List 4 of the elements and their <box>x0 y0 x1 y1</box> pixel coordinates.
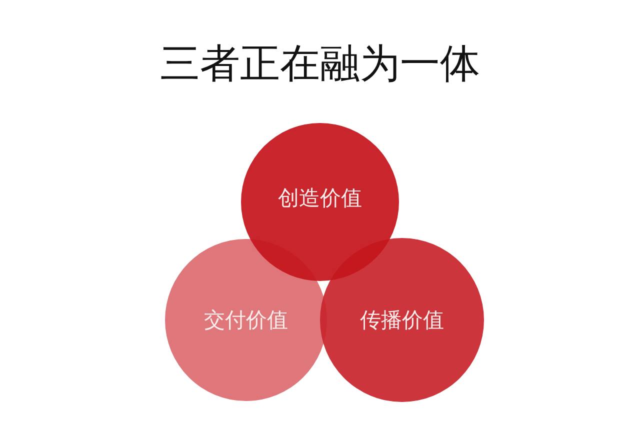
circle-label: 传播价值 <box>360 307 444 334</box>
diagram-title: 三者正在融为一体 <box>160 41 480 87</box>
circle-label: 交付价值 <box>204 307 288 334</box>
circle-label: 创造价值 <box>278 185 362 212</box>
